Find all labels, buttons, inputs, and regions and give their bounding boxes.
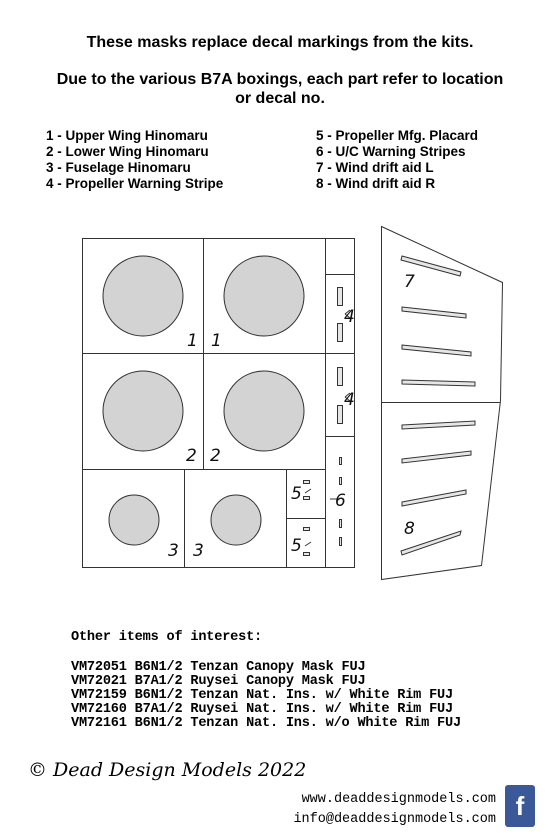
label-drift-l: 7	[404, 272, 415, 292]
fuselage-hinomaru-right	[210, 494, 262, 546]
list-item: VM72160 B7A1/2 Ruysei Nat. Ins. w/ White…	[71, 702, 453, 717]
drift-aid-stripe	[401, 306, 467, 319]
legend-item-7: 7 - Wind drift aid L	[316, 160, 434, 175]
list-item: VM72021 B7A1/2 Ruysei Canopy Mask FUJ	[71, 674, 366, 689]
header-line-3: or decal no.	[235, 90, 325, 107]
drift-aid-masks	[400, 255, 476, 556]
label-upper-left: 1	[187, 331, 198, 351]
fuselage-hinomaru-left	[108, 494, 160, 546]
drift-aid-sheet	[381, 225, 504, 581]
label-lower-left: 2	[186, 446, 197, 466]
label-fuselage-left: 3	[168, 541, 179, 561]
other-items-list: VM72051 B6N1/2 Tenzan Canopy Mask FUJ VM…	[71, 661, 461, 731]
label-upper-right: 1	[211, 331, 222, 351]
copyright-signature: © Dead Design Models 2022	[28, 759, 307, 781]
contact-block: www.deaddesignmodels.com info@deaddesign…	[293, 790, 496, 830]
legend-item-4: 4 - Propeller Warning Stripe	[46, 176, 224, 191]
drift-aid-stripe	[401, 489, 467, 507]
legend-item-3: 3 - Fuselage Hinomaru	[46, 160, 191, 175]
label-placard-top: 5	[291, 484, 302, 504]
facebook-icon[interactable]: f	[505, 785, 535, 827]
prop-stripe-mask	[337, 323, 343, 342]
list-item: VM72161 B6N1/2 Tenzan Nat. Ins. w/o Whit…	[71, 716, 461, 731]
uc-stripe-mask	[339, 477, 342, 485]
label-fuselage-right: 3	[193, 541, 204, 561]
list-item: VM72051 B6N1/2 Tenzan Canopy Mask FUJ	[71, 660, 366, 675]
header-line-2: Due to the various B7A boxings, each par…	[56, 71, 504, 88]
drift-aid-stripe	[401, 379, 476, 387]
drift-aid-stripe	[401, 420, 476, 430]
legend-item-1: 1 - Upper Wing Hinomaru	[46, 128, 208, 143]
uc-stripe-mask	[339, 519, 342, 528]
legend-item-6: 6 - U/C Warning Stripes	[316, 144, 466, 159]
list-item: VM72159 B6N1/2 Tenzan Nat. Ins. w/ White…	[71, 688, 453, 703]
drift-aid-stripe	[401, 344, 472, 357]
label-prop-top: 4	[344, 307, 355, 327]
placard-mask	[303, 552, 310, 556]
legend-item-8: 8 - Wind drift aid R	[316, 176, 436, 191]
label-prop-bottom: 4	[344, 390, 355, 410]
header-line-1: These masks replace decal markings from …	[86, 34, 474, 51]
website-link[interactable]: www.deaddesignmodels.com	[301, 792, 496, 807]
drift-aid-stripe	[400, 530, 462, 556]
placard-mask	[303, 480, 310, 484]
propeller-stripe-masks	[303, 287, 343, 556]
legend-right-column: 5 - Propeller Mfg. Placard 6 - U/C Warni…	[316, 128, 478, 192]
prop-stripe-mask	[337, 405, 343, 424]
main-sheet-outline	[82, 238, 355, 568]
upper-wing-hinomaru-right	[223, 255, 305, 337]
lower-wing-hinomaru-left	[102, 370, 184, 452]
uc-stripe-mask	[339, 537, 342, 546]
drift-aid-stripe	[400, 255, 462, 277]
legend-left-column: 1 - Upper Wing Hinomaru 2 - Lower Wing H…	[46, 128, 223, 192]
label-lower-right: 2	[210, 446, 221, 466]
label-uc: 6	[335, 491, 346, 511]
label-drift-r: 8	[404, 519, 415, 539]
lower-wing-hinomaru-right	[223, 370, 305, 452]
label-placard-bottom: 5	[291, 536, 302, 556]
uc-stripe-mask	[339, 457, 342, 465]
prop-stripe-mask	[337, 367, 343, 386]
legend-item-5: 5 - Propeller Mfg. Placard	[316, 128, 479, 143]
drift-aid-stripe	[401, 450, 472, 464]
prop-stripe-mask	[337, 287, 343, 306]
other-items-title: Other items of interest:	[71, 630, 262, 645]
upper-wing-hinomaru-left	[102, 255, 184, 337]
legend-item-2: 2 - Lower Wing Hinomaru	[46, 144, 209, 159]
placard-mask	[303, 496, 310, 500]
email-link[interactable]: info@deaddesignmodels.com	[293, 812, 496, 827]
placard-mask	[303, 527, 310, 531]
